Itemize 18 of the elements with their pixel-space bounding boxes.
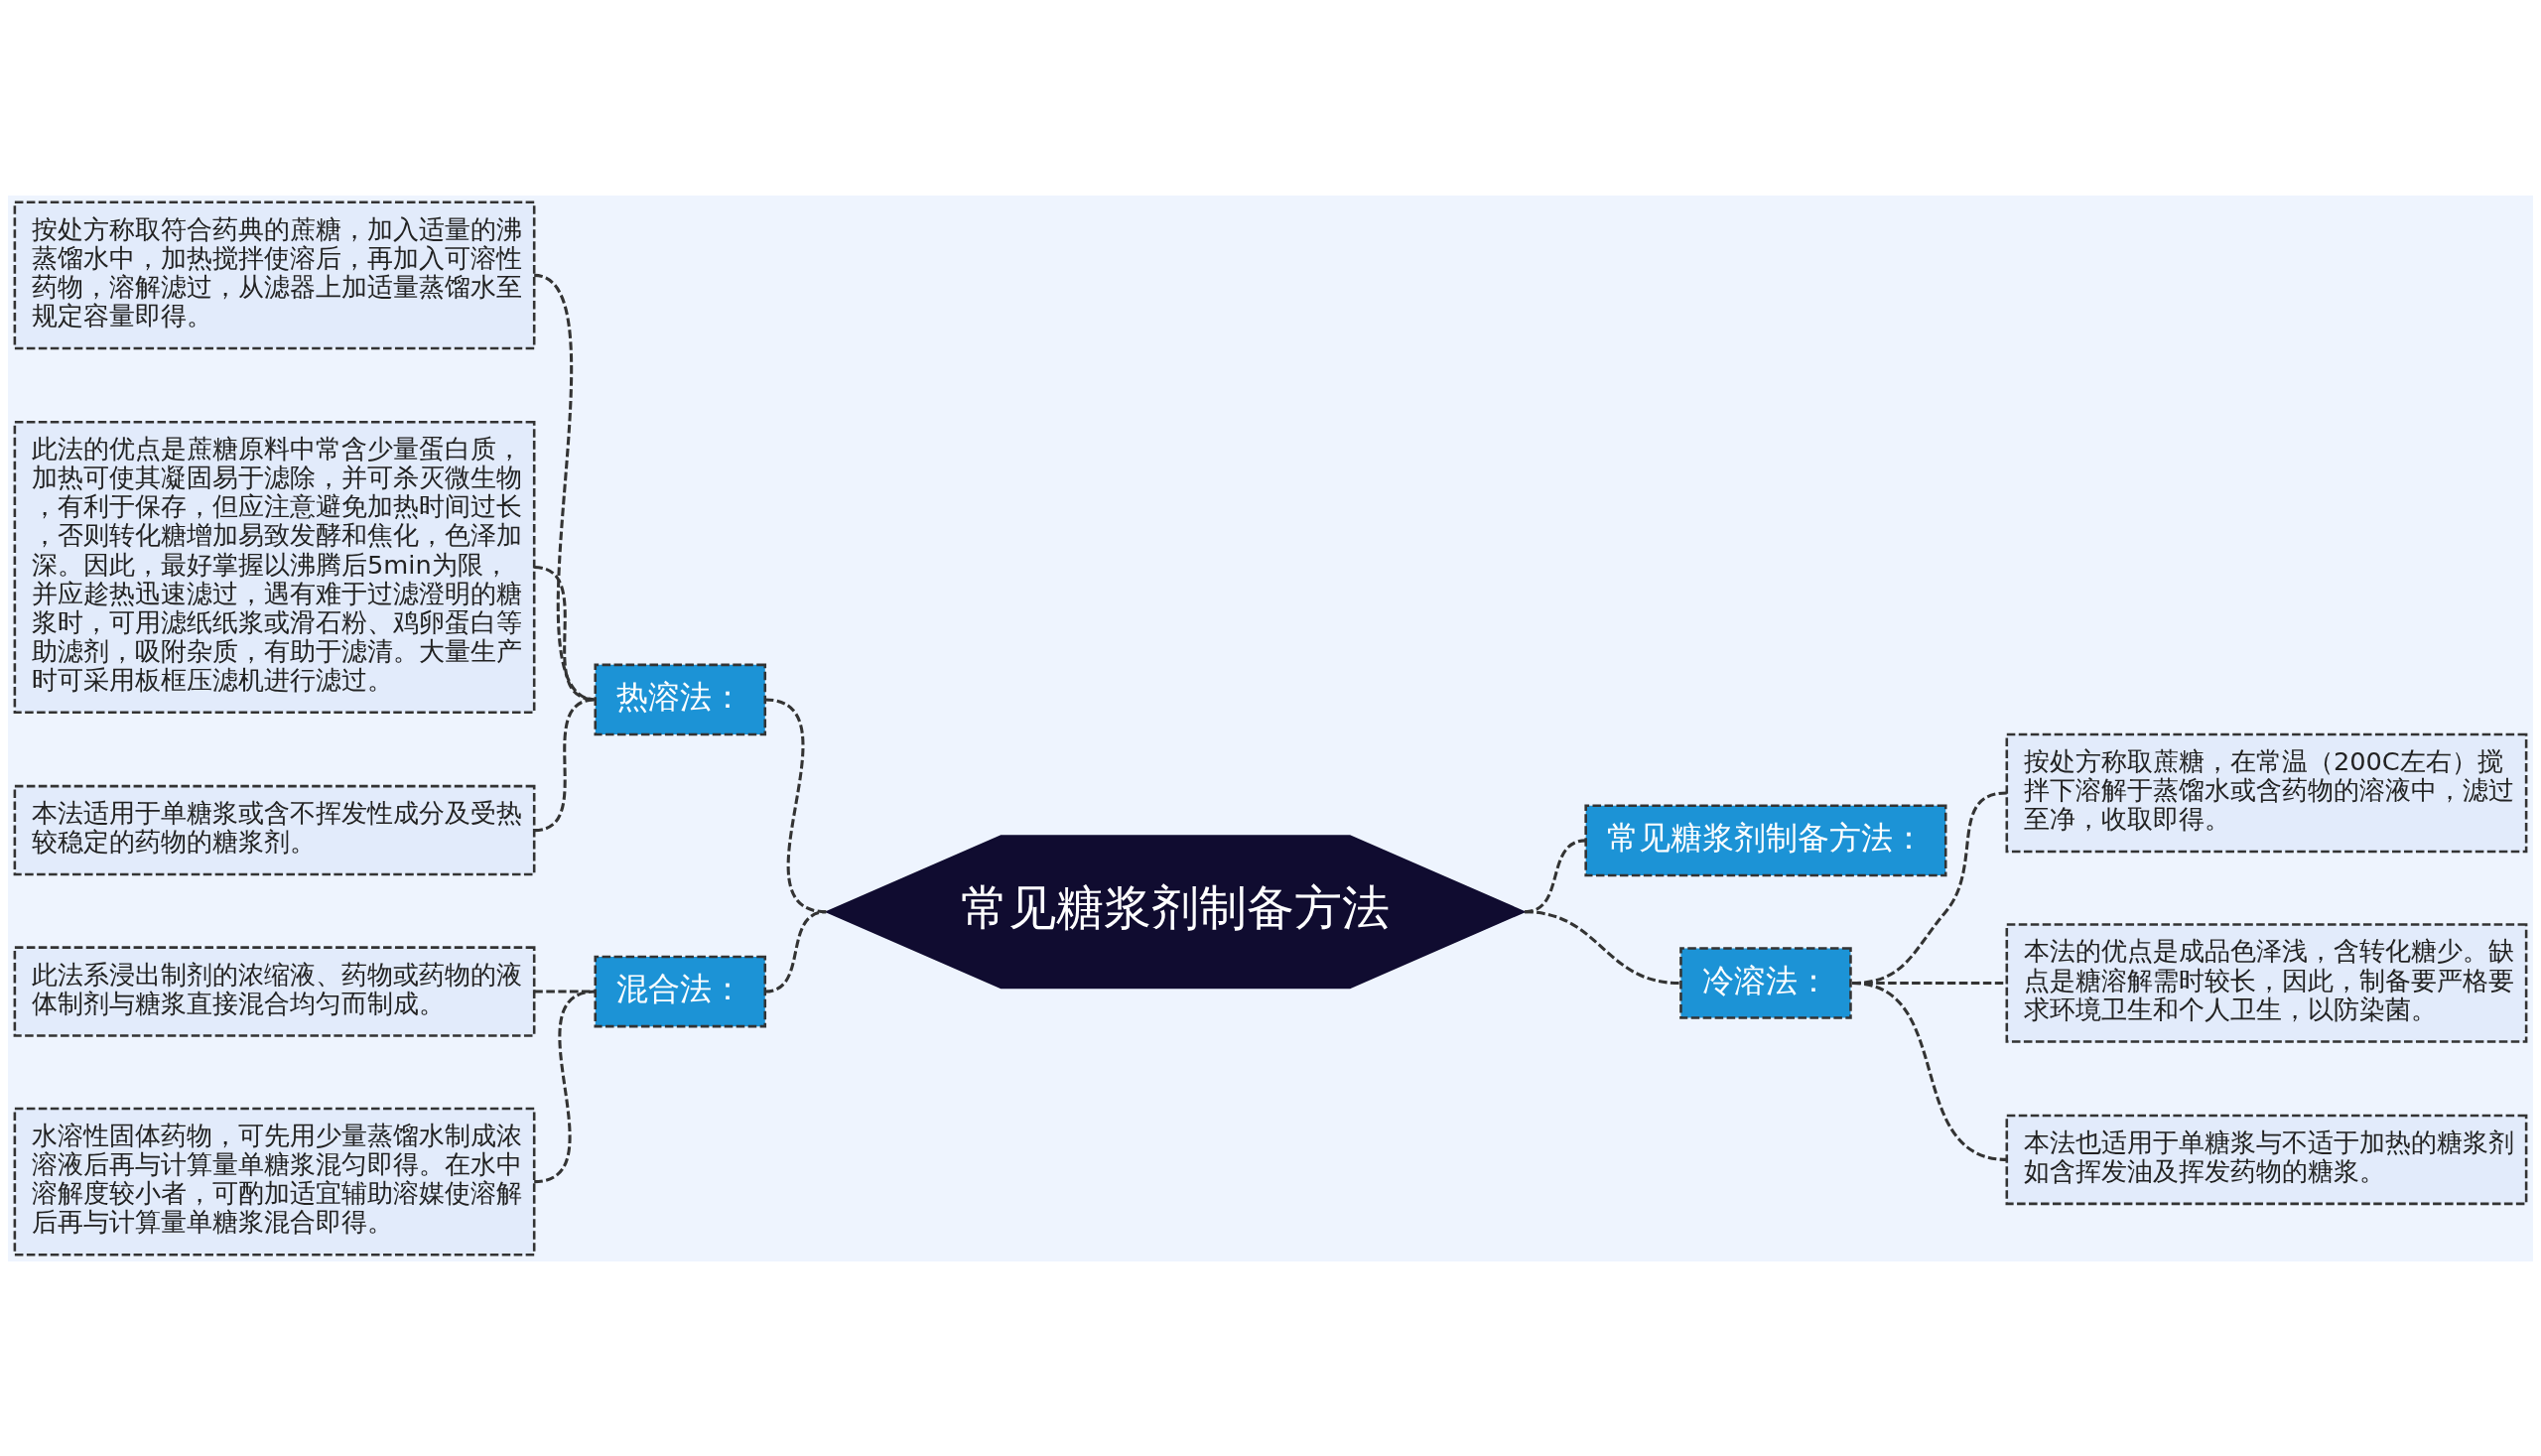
connector (533, 990, 597, 1183)
connector (764, 909, 827, 993)
connector (1525, 909, 1679, 985)
connector (533, 697, 597, 832)
node-box: 本法也适用于单糖浆与不适于加热的糖浆剂如含挥发油及挥发药物的糖浆。 (2005, 1114, 2528, 1205)
node-box: 常见糖浆剂制备方法： (1584, 804, 1947, 876)
node-box: 此法系浸出制剂的浓缩液、药物或药物的液体制剂与糖浆直接混合均匀而制成。 (13, 945, 536, 1037)
node-box: 冷溶法： (1679, 946, 1852, 1019)
node-box: 此法的优点是蔗糖原料中常含少量蛋白质，加热可使其凝固易于滤除，并可杀灭微生物，有利于保存，但应注意避免加热时间过长，否则转化糖增加易致发酵和焦化，色泽加深。因此，最好掌握以沸腾后5min为限，并应趁热迅速滤过，遇有难于过滤澄明的糖浆时，可用滤纸纸浆或滑石粉、鸡卵蛋白等助滤剂，吸附杂质，有助于滤清。大量生产时可采用板框压滤机进行滤过。 (13, 420, 536, 714)
node-box: 按处方称取符合药典的蔗糖，加入适量的沸蒸馏水中，加热搅拌使溶后，再加入可溶性药物，溶解滤过，从滤器上加适量蒸馏水至规定容量即得。 (13, 200, 536, 349)
node-box: 水溶性固体药物，可先用少量蒸馏水制成浓溶液后再与计算量单糖浆混匀即得。在水中溶解度较小者，可酌加适宜辅助溶媒使溶解后再与计算量单糖浆混合即得。 (13, 1107, 536, 1256)
node-box: 本法的优点是成品色泽浅，含转化糖少。缺点是糖溶解需时较长，因此，制备要严格要求环境卫生和个人卫生，以防染菌。 (2005, 922, 2528, 1043)
node-box: 本法适用于单糖浆或含不挥发性成分及受热较稳定的药物的糖浆剂。 (13, 784, 536, 875)
node-box: 按处方称取蔗糖，在常温（200C左右）搅拌下溶解于蒸馏水或含药物的溶液中，滤过至净，收取即得。 (2005, 732, 2528, 853)
connector (533, 273, 597, 701)
connector (1851, 981, 2008, 1161)
node-box: 热溶法： (594, 663, 767, 735)
node-box: 混合法： (594, 955, 767, 1027)
